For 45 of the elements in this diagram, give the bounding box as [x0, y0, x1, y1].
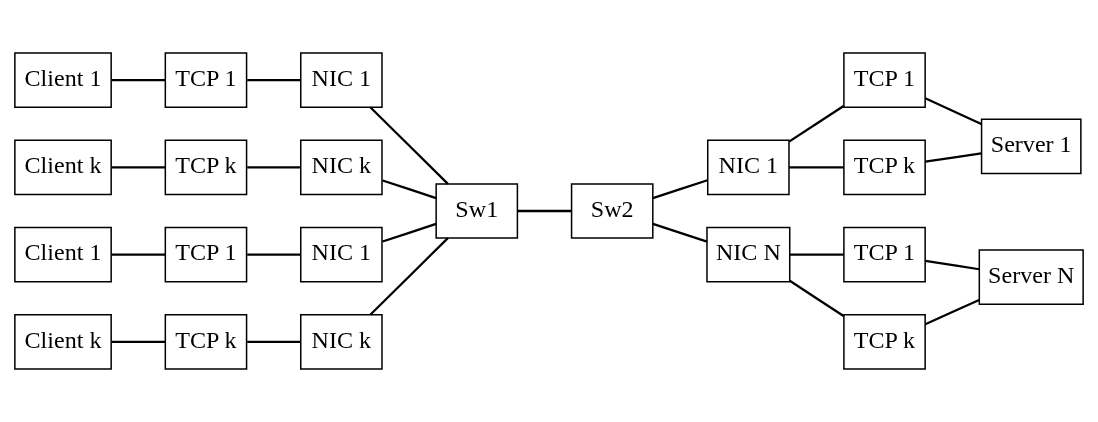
node-box: Sw1	[435, 183, 519, 239]
connector	[652, 222, 708, 243]
node-box: NIC k	[300, 139, 383, 196]
connector	[789, 279, 845, 317]
node-box: TCP k	[843, 314, 926, 370]
connector	[247, 78, 301, 82]
node-box: Client k	[14, 314, 112, 370]
node-box: NIC 1	[300, 52, 383, 108]
node-box: Server 1	[980, 118, 1082, 175]
connector	[382, 222, 437, 243]
node-box: TCP k	[164, 314, 248, 370]
node-box: Server N	[978, 249, 1084, 306]
node-box: NIC k	[300, 314, 383, 370]
connector	[788, 105, 845, 143]
node-box: NIC 1	[707, 139, 790, 196]
connector	[111, 166, 166, 169]
connector	[247, 166, 301, 169]
connector	[652, 179, 708, 200]
connector	[789, 166, 844, 169]
node-box: Sw2	[570, 183, 654, 239]
connector	[518, 209, 572, 213]
connector	[382, 179, 437, 200]
node-box: NIC 1	[300, 226, 383, 283]
connector	[111, 253, 166, 256]
node-box: TCP 1	[164, 52, 248, 108]
connector	[111, 78, 166, 82]
connector	[925, 152, 982, 163]
node-box: TCP k	[843, 139, 926, 196]
connector	[247, 253, 301, 256]
connector	[924, 97, 982, 125]
connector	[369, 237, 449, 316]
node-box: Client k	[14, 139, 112, 196]
connector	[924, 298, 980, 326]
connector	[789, 253, 844, 256]
node-box: TCP k	[164, 139, 248, 196]
node-box: Client 1	[14, 226, 112, 283]
connector	[369, 106, 449, 185]
node-box: Client 1	[14, 52, 112, 108]
connector	[925, 259, 980, 271]
connector	[247, 340, 301, 344]
node-box: TCP 1	[164, 226, 248, 283]
node-box: NIC N	[706, 226, 791, 283]
node-box: TCP 1	[843, 52, 926, 108]
node-box: TCP 1	[843, 226, 926, 283]
connector	[111, 340, 166, 344]
